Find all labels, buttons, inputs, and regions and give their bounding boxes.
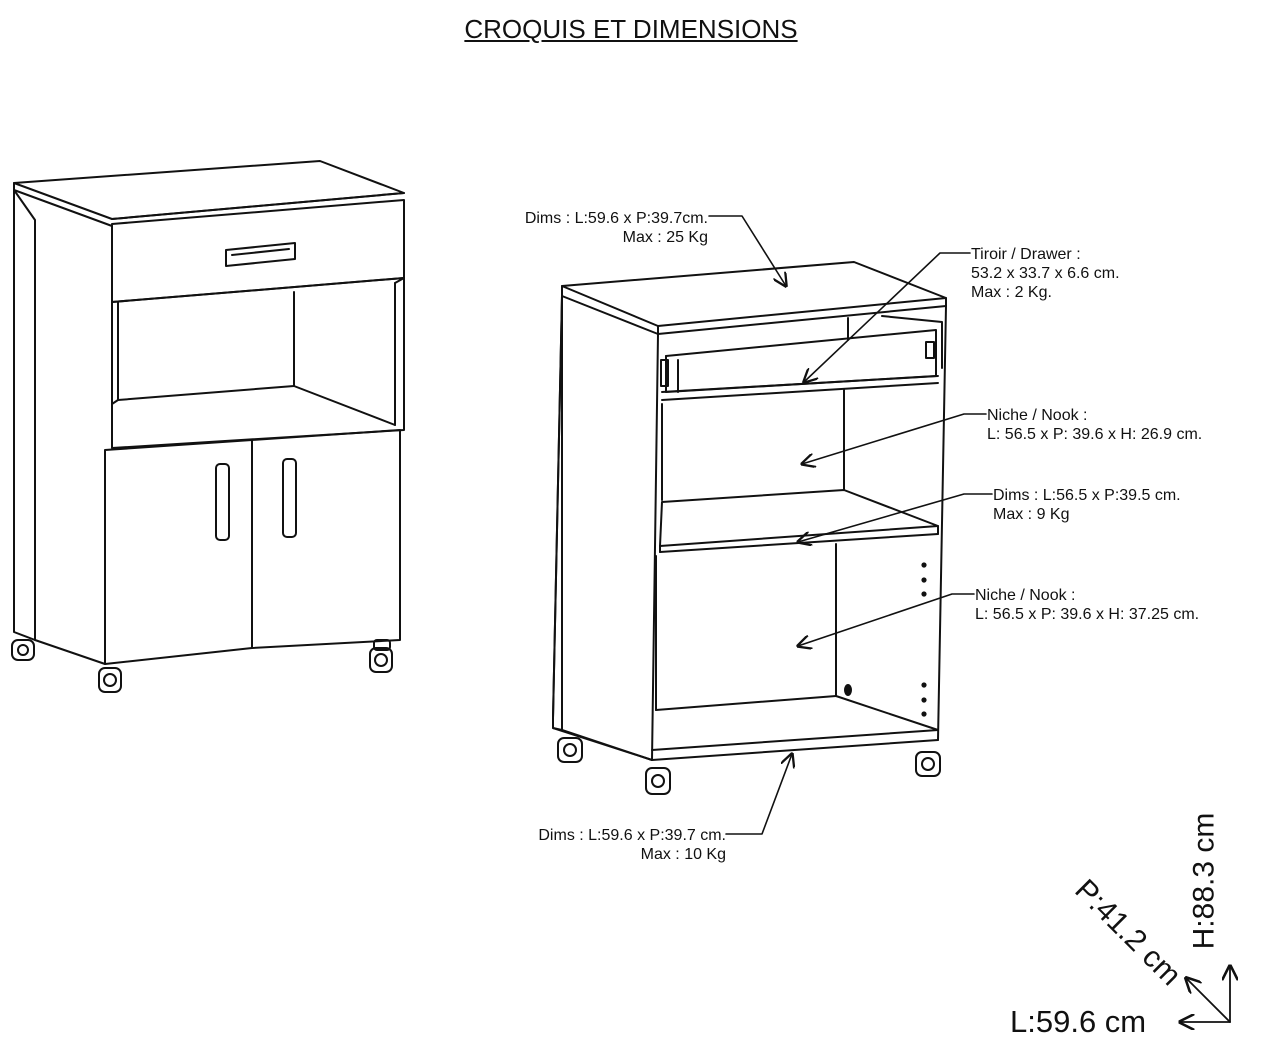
leader-drawer bbox=[804, 252, 971, 382]
callout-drawer-line2: 53.2 x 33.7 x 6.6 cm. bbox=[971, 265, 1120, 282]
callout-nook1: Niche / Nook : L: 56.5 x P: 39.6 x H: 26… bbox=[987, 406, 1202, 444]
caster bbox=[373, 639, 391, 651]
leader-top bbox=[708, 215, 786, 286]
caster bbox=[369, 647, 393, 673]
callout-bottom-line2: Max : 10 Kg bbox=[640, 846, 726, 863]
right-door-handle bbox=[282, 458, 297, 538]
leader-bottom bbox=[725, 754, 792, 835]
callout-drawer: Tiroir / Drawer : 53.2 x 33.7 x 6.6 cm. … bbox=[971, 245, 1120, 302]
page-title: CROQUIS ET DIMENSIONS bbox=[464, 14, 798, 44]
callout-bottom-line1: Dims : L:59.6 x P:39.7 cm. bbox=[538, 827, 726, 844]
drawer-box bbox=[665, 329, 937, 393]
leader-lines bbox=[708, 215, 993, 835]
leader-nook1 bbox=[802, 413, 987, 464]
callout-drawer-line3: Max : 2 Kg. bbox=[971, 284, 1052, 301]
drawer-handle bbox=[225, 242, 296, 267]
leader-shelf bbox=[798, 493, 993, 542]
callout-nook2: Niche / Nook : L: 56.5 x P: 39.6 x H: 37… bbox=[975, 586, 1199, 624]
callout-drawer-line1: Tiroir / Drawer : bbox=[971, 246, 1081, 263]
right-door bbox=[251, 429, 401, 649]
callout-nook1-line2: L: 56.5 x P: 39.6 x H: 26.9 cm. bbox=[987, 426, 1203, 443]
callout-bottom: Dims : L:59.6 x P:39.7 cm. Max : 10 Kg bbox=[470, 826, 726, 864]
leader-nook2 bbox=[798, 593, 975, 646]
overall-height-label: H:88.3 cm bbox=[1187, 812, 1221, 950]
open-nook bbox=[111, 277, 405, 449]
caster bbox=[11, 639, 35, 661]
callout-top-line2: Max : 25 Kg bbox=[622, 229, 708, 246]
callout-nook1-line1: Niche / Nook : bbox=[987, 407, 1088, 424]
caster bbox=[98, 667, 122, 693]
caster bbox=[915, 751, 941, 777]
callout-shelf: Dims : L:56.5 x P:39.5 cm. Max : 9 Kg bbox=[993, 486, 1181, 524]
cabinet-side-front-edge bbox=[13, 189, 36, 641]
callout-nook2-line1: Niche / Nook : bbox=[975, 587, 1076, 604]
caster bbox=[645, 767, 671, 795]
overall-dimension-arrows bbox=[1180, 966, 1230, 1022]
overall-width-label: L:59.6 cm bbox=[1010, 1004, 1147, 1039]
caster bbox=[557, 737, 583, 763]
cabinet-open-view bbox=[552, 261, 947, 795]
callout-top-line1: Dims : L:59.6 x P:39.7cm. bbox=[524, 210, 708, 227]
cabinet-closed-view bbox=[11, 160, 405, 693]
callout-shelf-line1: Dims : L:56.5 x P:39.5 cm. bbox=[993, 487, 1181, 504]
callout-shelf-line2: Max : 9 Kg bbox=[993, 506, 1070, 523]
left-door-handle bbox=[215, 463, 230, 541]
callout-nook2-line2: L: 56.5 x P: 39.6 x H: 37.25 cm. bbox=[975, 606, 1200, 623]
depth-arrow bbox=[1186, 978, 1231, 1023]
callout-top: Dims : L:59.6 x P:39.7cm. Max : 25 Kg bbox=[470, 209, 708, 247]
